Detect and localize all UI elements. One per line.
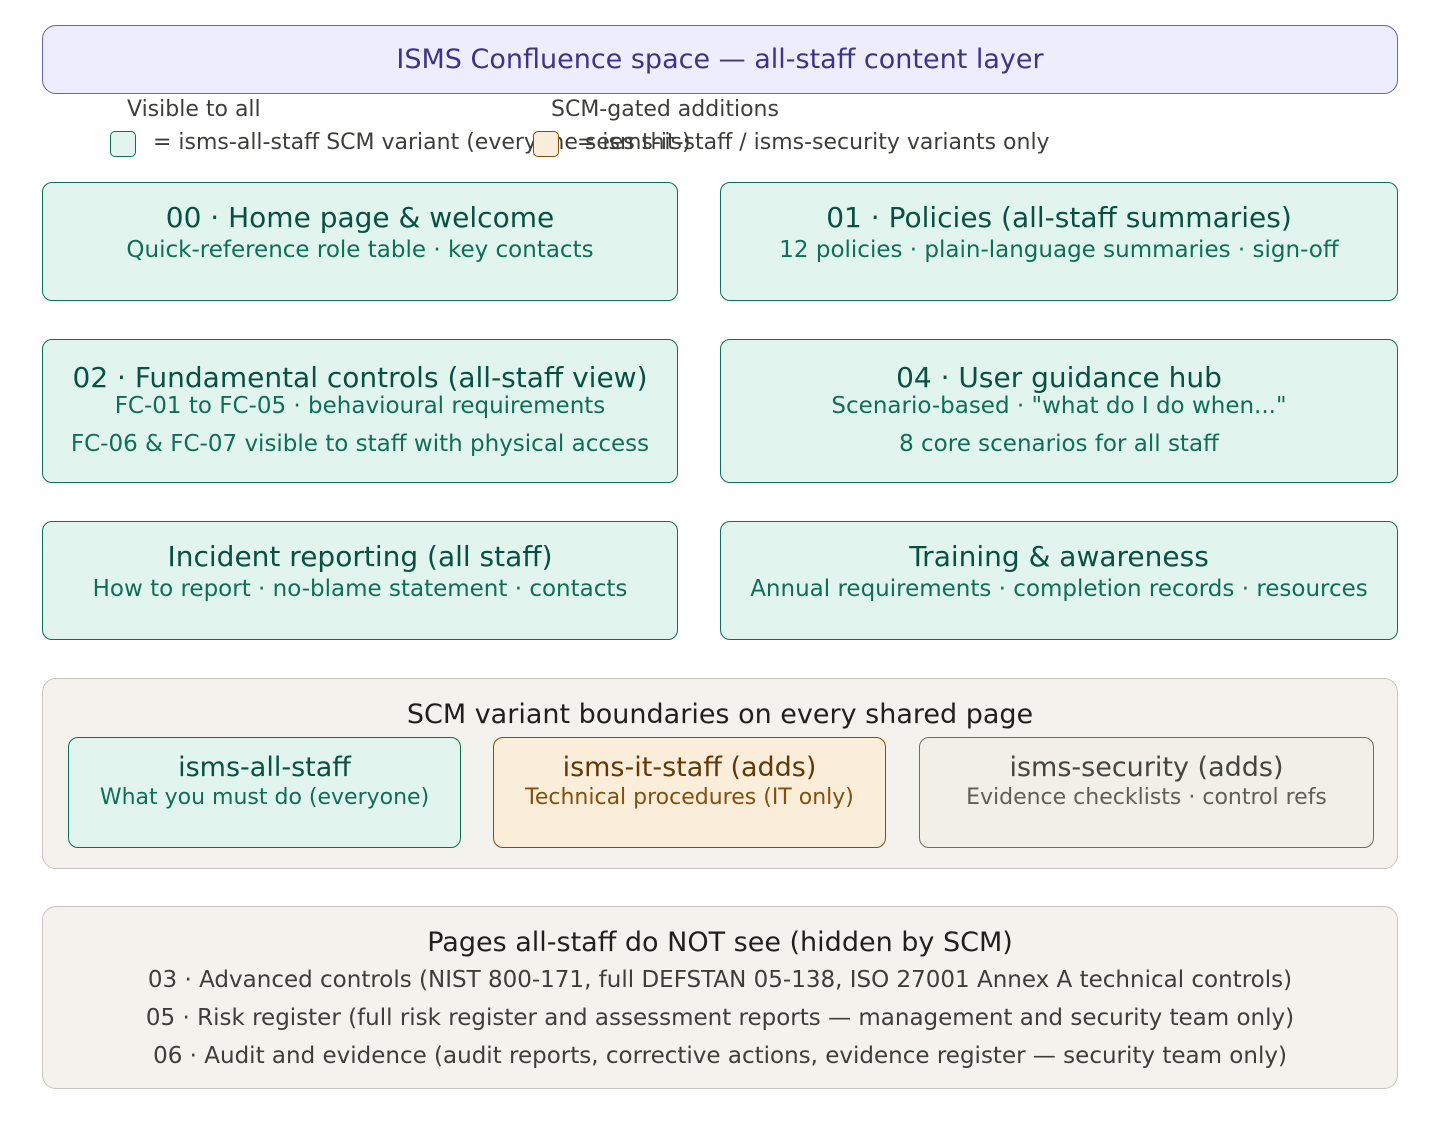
card-line: How to report · no-blame statement · con… bbox=[92, 576, 628, 602]
variant-title: isms-security (adds) bbox=[1009, 752, 1284, 783]
space-header: ISMS Confluence space — all-staff conten… bbox=[42, 25, 1398, 94]
legend-visible-swatch bbox=[110, 131, 136, 157]
panel-title: Pages all-staff do NOT see (hidden by SC… bbox=[427, 927, 1013, 958]
legend-gated-label: SCM-gated additions bbox=[551, 97, 779, 122]
panel-title: SCM variant boundaries on every shared p… bbox=[406, 699, 1034, 730]
variant-title: isms-it-staff (adds) bbox=[562, 752, 817, 783]
card-title: 02 · Fundamental controls (all-staff vie… bbox=[72, 361, 648, 394]
variant-subtitle: What you must do (everyone) bbox=[99, 785, 430, 810]
variant-subtitle: Evidence checklists · control refs bbox=[966, 785, 1327, 810]
hidden-pages-panel: Pages all-staff do NOT see (hidden by SC… bbox=[42, 906, 1398, 1089]
card-user-guidance[interactable]: 04 · User guidance hub Scenario-based · … bbox=[720, 339, 1398, 483]
hidden-page-item: 05 · Risk register (full risk register a… bbox=[145, 1005, 1295, 1031]
variant-security[interactable]: isms-security (adds) Evidence checklists… bbox=[919, 737, 1374, 848]
card-line: 12 policies · plain-language summaries ·… bbox=[779, 237, 1339, 263]
card-line: Scenario-based · "what do I do when..." bbox=[831, 393, 1287, 419]
scm-variants-panel: SCM variant boundaries on every shared p… bbox=[42, 678, 1398, 869]
hidden-page-item: 03 · Advanced controls (NIST 800-171, fu… bbox=[147, 967, 1293, 993]
legend-gated-desc: = isms-it-staff / isms-security variants… bbox=[577, 130, 1050, 155]
legend-visible-desc: = isms-all-staff SCM variant (everyone s… bbox=[153, 130, 691, 155]
card-title: Incident reporting (all staff) bbox=[167, 540, 553, 573]
hidden-page-item: 06 · Audit and evidence (audit reports, … bbox=[153, 1043, 1287, 1069]
card-line: Annual requirements · completion records… bbox=[750, 576, 1368, 602]
card-line: Quick-reference role table · key contact… bbox=[126, 237, 594, 263]
legend-visible-label: Visible to all bbox=[127, 97, 261, 122]
variant-all-staff[interactable]: isms-all-staff What you must do (everyon… bbox=[68, 737, 461, 848]
legend-gated-swatch bbox=[533, 131, 559, 157]
variant-subtitle: Technical procedures (IT only) bbox=[525, 785, 854, 810]
variant-it-staff[interactable]: isms-it-staff (adds) Technical procedure… bbox=[493, 737, 886, 848]
card-incident-reporting[interactable]: Incident reporting (all staff) How to re… bbox=[42, 521, 678, 640]
card-title: Training & awareness bbox=[909, 540, 1209, 573]
space-title: ISMS Confluence space — all-staff conten… bbox=[396, 44, 1044, 75]
card-title: 04 · User guidance hub bbox=[896, 361, 1222, 394]
card-line: 8 core scenarios for all staff bbox=[899, 431, 1219, 457]
card-home-page[interactable]: 00 · Home page & welcome Quick-reference… bbox=[42, 182, 678, 301]
variant-title: isms-all-staff bbox=[178, 752, 351, 783]
card-policies[interactable]: 01 · Policies (all-staff summaries) 12 p… bbox=[720, 182, 1398, 301]
card-line: FC-01 to FC-05 · behavioural requirement… bbox=[114, 393, 606, 419]
card-title: 01 · Policies (all-staff summaries) bbox=[826, 201, 1292, 234]
card-line: FC-06 & FC-07 visible to staff with phys… bbox=[70, 431, 650, 457]
card-title: 00 · Home page & welcome bbox=[165, 201, 555, 234]
card-training[interactable]: Training & awareness Annual requirements… bbox=[720, 521, 1398, 640]
card-fundamental-controls[interactable]: 02 · Fundamental controls (all-staff vie… bbox=[42, 339, 678, 483]
